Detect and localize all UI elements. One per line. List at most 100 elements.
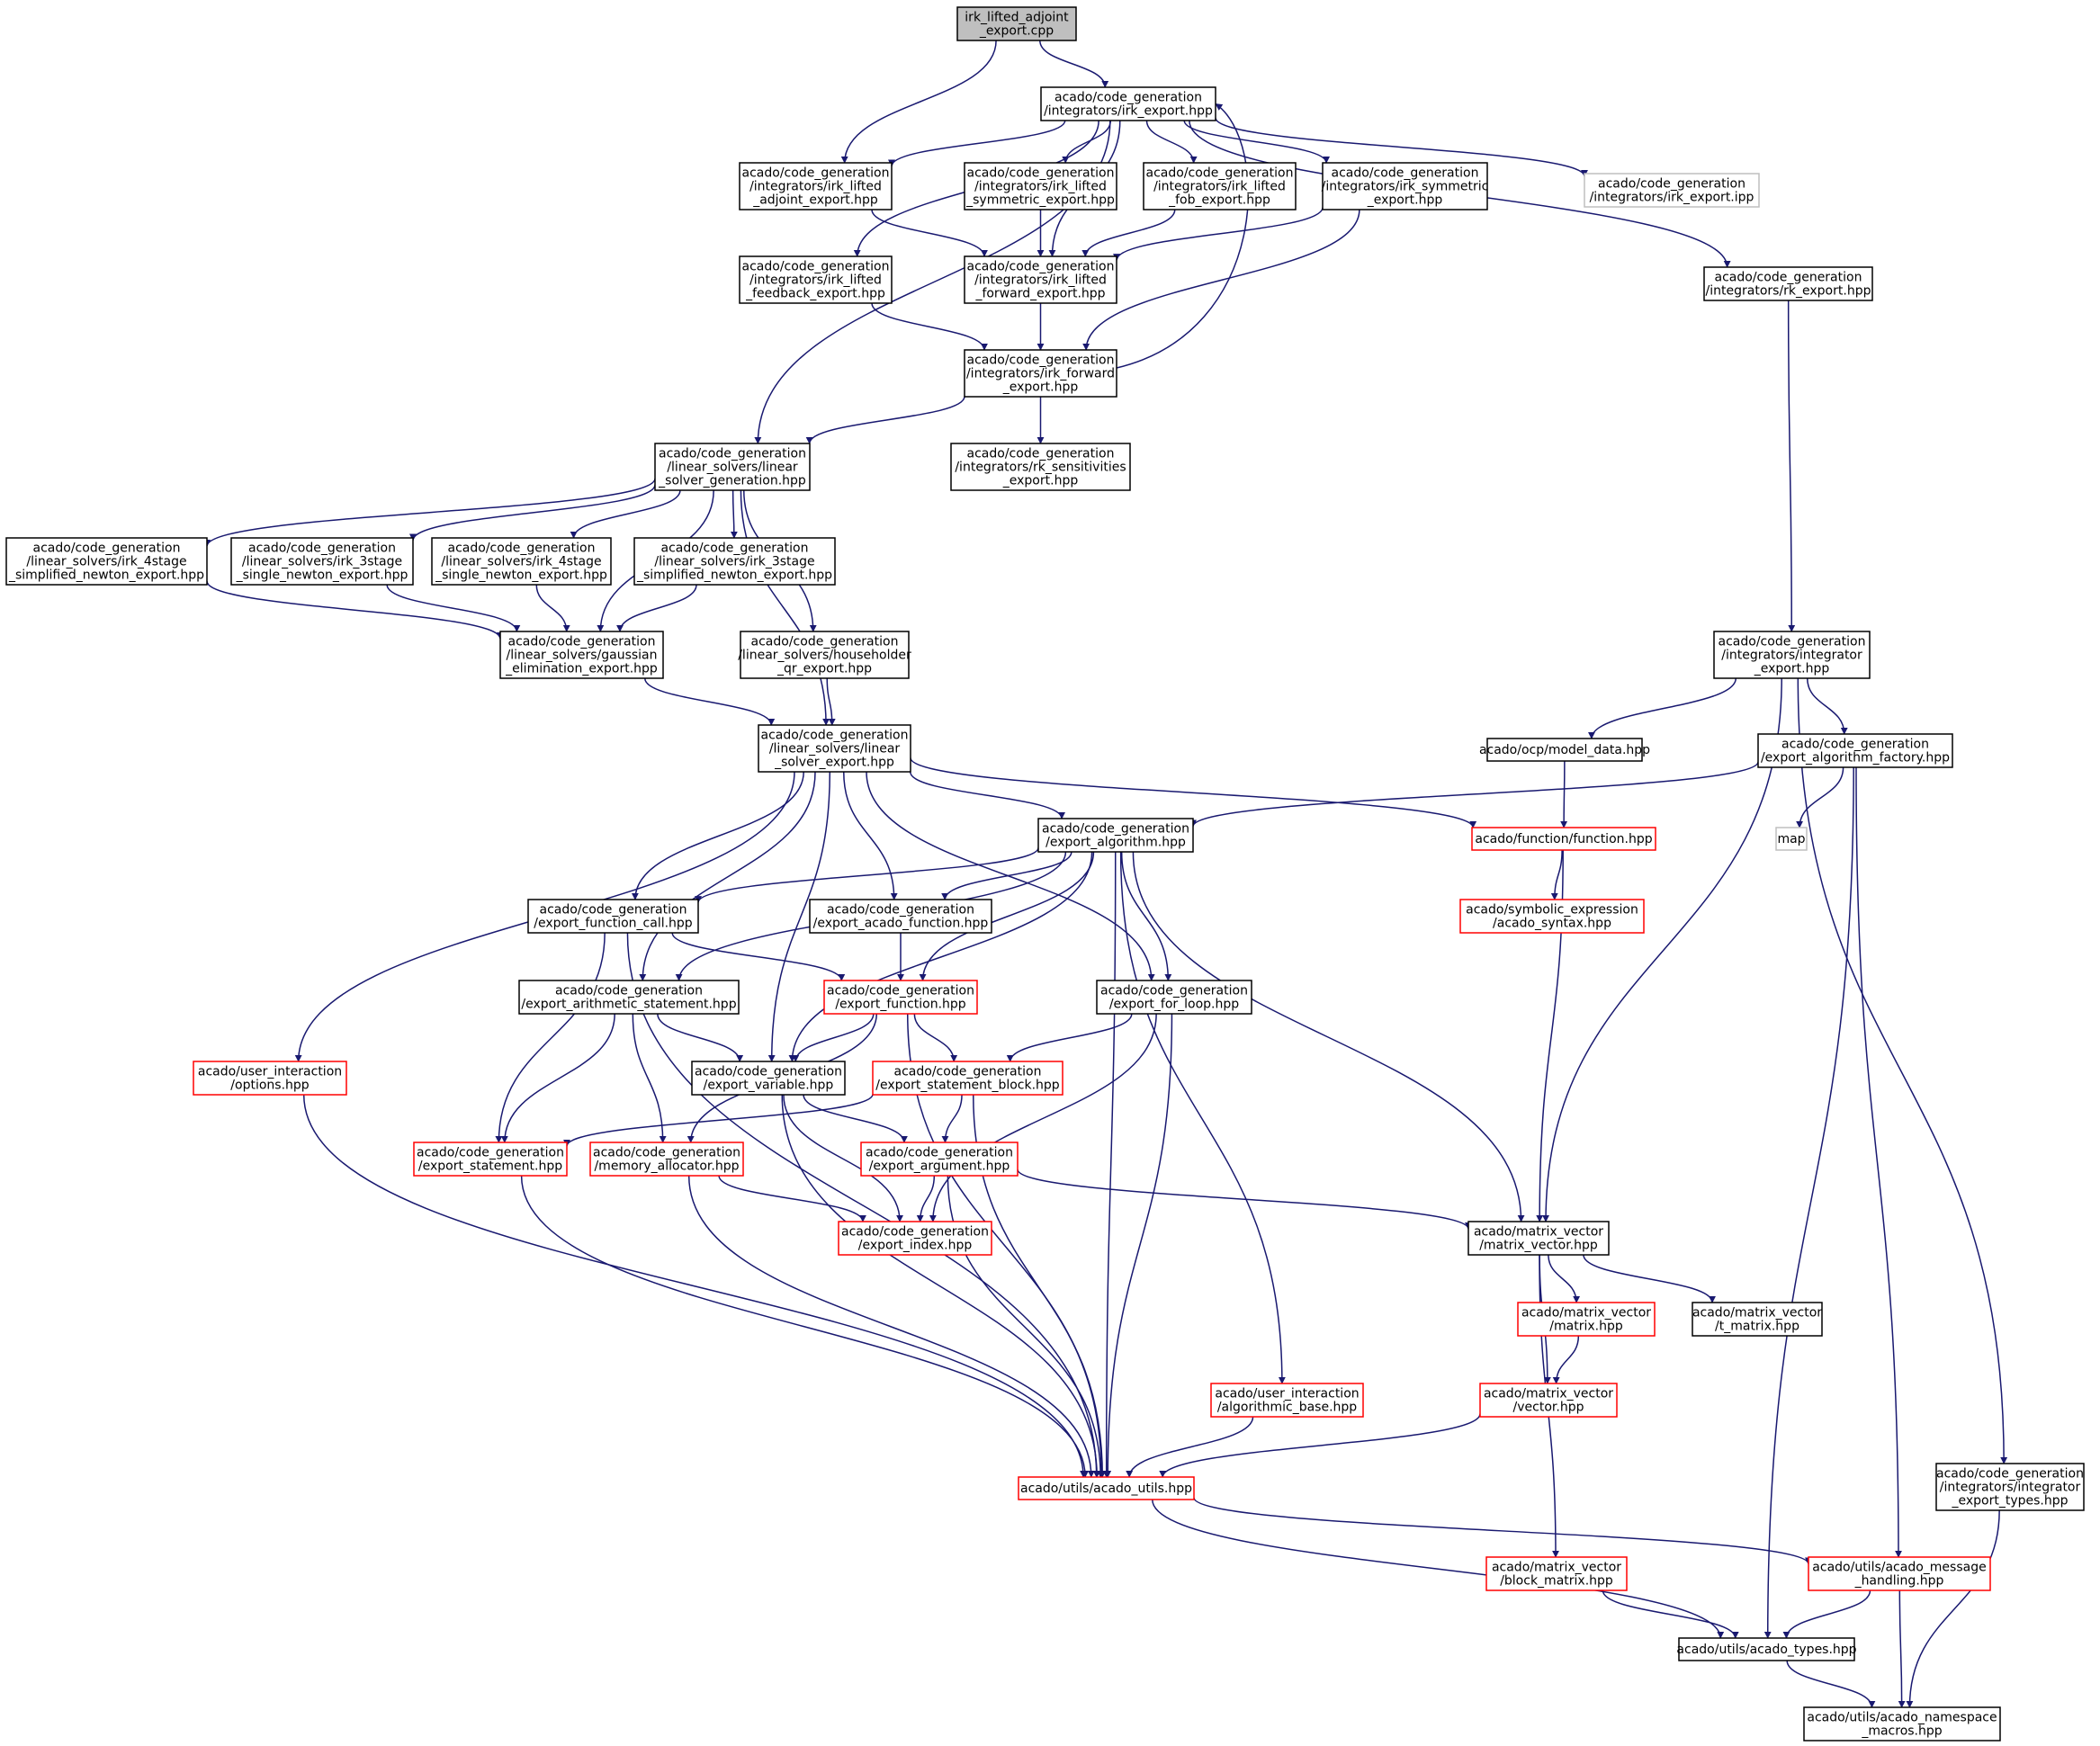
- node-export-for-loop[interactable]: acado/code_generation/export_for_loop.hp…: [1096, 980, 1252, 1015]
- node-label-line: acado/symbolic_expression: [1466, 903, 1638, 918]
- node-irk-symmetric[interactable]: acado/code_generation/integrators/irk_sy…: [1322, 162, 1489, 210]
- node-label-line: _solver_export.hpp: [774, 756, 894, 770]
- node-rk-export[interactable]: acado/code_generation/integrators/rk_exp…: [1703, 266, 1873, 301]
- edge-export_variable-to-export_argument: [803, 1094, 908, 1143]
- node-export-arithmetic-statement[interactable]: acado/code_generation/export_arithmetic_…: [518, 980, 740, 1015]
- node-irk-lifted-fob[interactable]: acado/code_generation/integrators/irk_li…: [1143, 162, 1297, 210]
- node-label-line: acado/code_generation: [1054, 91, 1202, 105]
- edge-irk_3stage_simplified-to-gaussian_elimination: [616, 584, 697, 632]
- node-label-line: /integrators/integrator: [1721, 649, 1862, 663]
- node-box: [964, 349, 1117, 398]
- node-irk-forward[interactable]: acado/code_generation/integrators/irk_fo…: [964, 349, 1117, 398]
- edge-memory_allocator-to-export_index: [718, 1175, 866, 1222]
- node-irk-3stage-simplified[interactable]: acado/code_generation/linear_solvers/irk…: [633, 537, 836, 586]
- node-function[interactable]: acado/function/function.hpp: [1471, 827, 1656, 851]
- node-label-line: /integrators/rk_sensitivities: [955, 461, 1126, 475]
- node-label-line: /integrators/rk_export.hpp: [1706, 284, 1871, 299]
- node-label-line: /integrators/irk_export.ipp: [1590, 191, 1754, 205]
- node-options[interactable]: acado/user_interaction/options.hpp: [193, 1061, 347, 1096]
- node-matrix[interactable]: acado/matrix_vector/matrix.hpp: [1517, 1302, 1656, 1337]
- node-root[interactable]: irk_lifted_adjoint_export.cpp: [956, 6, 1077, 41]
- node-label-line: /integrators/irk_lifted: [974, 180, 1107, 194]
- node-irk-lifted-feedback[interactable]: acado/code_generation/integrators/irk_li…: [739, 255, 893, 304]
- node-label-line: acado/code_generation: [33, 542, 181, 556]
- node-box: [1935, 1463, 2085, 1511]
- node-label-line: /block_matrix.hpp: [1500, 1574, 1613, 1589]
- node-box: [1479, 1383, 1618, 1418]
- node-integrator-export[interactable]: acado/code_generation/integrators/integr…: [1713, 631, 1871, 679]
- node-integrator-export-types[interactable]: acado/code_generation/integrators/integr…: [1935, 1463, 2085, 1511]
- node-label-line: _export.cpp: [979, 24, 1054, 39]
- node-irk-lifted-forward[interactable]: acado/code_generation/integrators/irk_li…: [964, 255, 1117, 304]
- node-box: [1471, 827, 1656, 851]
- node-matrix-vector[interactable]: acado/matrix_vector/matrix_vector.hpp: [1467, 1221, 1610, 1256]
- edge-export_algorithm-to-export_function: [919, 851, 1095, 981]
- node-linear-solver-export[interactable]: acado/code_generation/linear_solvers/lin…: [758, 724, 911, 773]
- node-box: [872, 1061, 1063, 1096]
- node-model-data[interactable]: acado/ocp/model_data.hpp: [1479, 738, 1650, 762]
- node-label-line: /linear_solvers/irk_4stage: [441, 555, 601, 569]
- node-label-line: map: [1777, 832, 1805, 846]
- node-label-line: _feedback_export.hpp: [745, 287, 885, 301]
- edge-export_for_loop-to-export_index: [929, 1013, 1157, 1222]
- node-export-algorithm[interactable]: acado/code_generation/export_algorithm.h…: [1037, 818, 1194, 853]
- node-label-line: /integrators/irk_forward: [966, 367, 1115, 381]
- node-label-line: /acado_syntax.hpp: [1493, 917, 1611, 931]
- node-label-line: acado/code_generation: [1781, 738, 1929, 752]
- node-export-acado-function[interactable]: acado/code_generation/export_acado_funct…: [809, 899, 992, 934]
- node-linear-solver-generation[interactable]: acado/code_generation/linear_solvers/lin…: [654, 443, 811, 491]
- node-algorithmic-base[interactable]: acado/user_interaction/algorithmic_base.…: [1210, 1383, 1364, 1418]
- node-rk-sensitivities[interactable]: acado/code_generation/integrators/rk_sen…: [950, 443, 1131, 491]
- node-box: [499, 631, 664, 679]
- edge-export_arithmetic_statement-to-export_statement: [500, 1013, 615, 1143]
- node-label-line: acado/code_generation: [448, 542, 596, 556]
- node-irk-4stage-simplified[interactable]: acado/code_generation/linear_solvers/irk…: [5, 537, 208, 586]
- node-label-line: /integrators/irk_lifted: [749, 273, 882, 288]
- node-box: [518, 980, 740, 1015]
- node-irk-4stage-single[interactable]: acado/code_generation/linear_solvers/irk…: [431, 537, 612, 586]
- node-export-statement[interactable]: acado/code_generation/export_statement.h…: [413, 1142, 568, 1177]
- node-irk-export-ipp[interactable]: acado/code_generation/integrators/irk_ex…: [1584, 173, 1760, 208]
- node-irk-lifted-adjoint[interactable]: acado/code_generation/integrators/irk_li…: [739, 162, 893, 210]
- node-irk-lifted-symmetric[interactable]: acado/code_generation/integrators/irk_li…: [964, 162, 1117, 210]
- node-memory-allocator[interactable]: acado/code_generation/memory_allocator.h…: [589, 1142, 744, 1177]
- node-acado-utils[interactable]: acado/utils/acado_utils.hpp: [1018, 1476, 1195, 1500]
- node-label-line: acado/utils/acado_utils.hpp: [1020, 1482, 1192, 1496]
- node-acado-types[interactable]: acado/utils/acado_types.hpp: [1676, 1637, 1857, 1661]
- node-label-line: /vector.hpp: [1513, 1401, 1584, 1415]
- node-label-line: _export.hpp: [1754, 662, 1830, 676]
- node-householder[interactable]: acado/code_generation/linear_solvers/hou…: [738, 631, 911, 679]
- node-label-line: /t_matrix.hpp: [1715, 1320, 1799, 1334]
- node-block-matrix[interactable]: acado/matrix_vector/block_matrix.hpp: [1485, 1556, 1628, 1591]
- node-vector[interactable]: acado/matrix_vector/vector.hpp: [1479, 1383, 1618, 1418]
- node-export-function-call[interactable]: acado/code_generation/export_function_ca…: [527, 899, 699, 934]
- node-map[interactable]: map: [1775, 827, 1808, 851]
- node-export-function[interactable]: acado/code_generation/export_function.hp…: [823, 980, 978, 1015]
- edge-irk_export-to-irk_symmetric: [1183, 120, 1331, 164]
- node-label-line: acado/utils/acado_types.hpp: [1676, 1643, 1856, 1657]
- node-t-matrix[interactable]: acado/matrix_vector/t_matrix.hpp: [1692, 1302, 1823, 1337]
- node-export-algorithm-factory[interactable]: acado/code_generation/export_algorithm_f…: [1757, 733, 1953, 768]
- node-box: [1040, 86, 1216, 121]
- node-label-line: _export.hpp: [1002, 474, 1079, 488]
- node-export-argument[interactable]: acado/code_generation/export_argument.hp…: [860, 1142, 1019, 1177]
- node-label-line: acado/code_generation: [967, 354, 1115, 368]
- node-acado-message-handling[interactable]: acado/utils/acado_message_handling.hpp: [1808, 1556, 1991, 1591]
- edge-export_variable-to-export_index: [783, 1094, 904, 1222]
- node-irk-3stage-single[interactable]: acado/code_generation/linear_solvers/irk…: [230, 537, 414, 586]
- node-export-index[interactable]: acado/code_generation/export_index.hpp: [838, 1221, 992, 1256]
- node-label-line: _macros.hpp: [1861, 1724, 1942, 1739]
- node-box: [1808, 1556, 1991, 1591]
- node-acado-namespace-macros[interactable]: acado/utils/acado_namespace_macros.hpp: [1803, 1706, 2001, 1742]
- edge-export_algorithm-to-matrix_vector: [1132, 851, 1525, 1222]
- edge-linear_solver_export-to-export_function_call: [631, 771, 804, 900]
- node-box: [1803, 1706, 2001, 1742]
- node-export-statement-block[interactable]: acado/code_generation/export_statement_b…: [872, 1061, 1063, 1096]
- node-irk-export[interactable]: acado/code_generation/integrators/irk_ex…: [1040, 86, 1216, 121]
- node-box: [691, 1061, 846, 1096]
- node-acado-syntax[interactable]: acado/symbolic_expression/acado_syntax.h…: [1459, 899, 1645, 934]
- node-box: [964, 162, 1117, 210]
- node-export-variable[interactable]: acado/code_generation/export_variable.hp…: [691, 1061, 846, 1096]
- node-gaussian-elimination[interactable]: acado/code_generation/linear_solvers/gau…: [499, 631, 664, 679]
